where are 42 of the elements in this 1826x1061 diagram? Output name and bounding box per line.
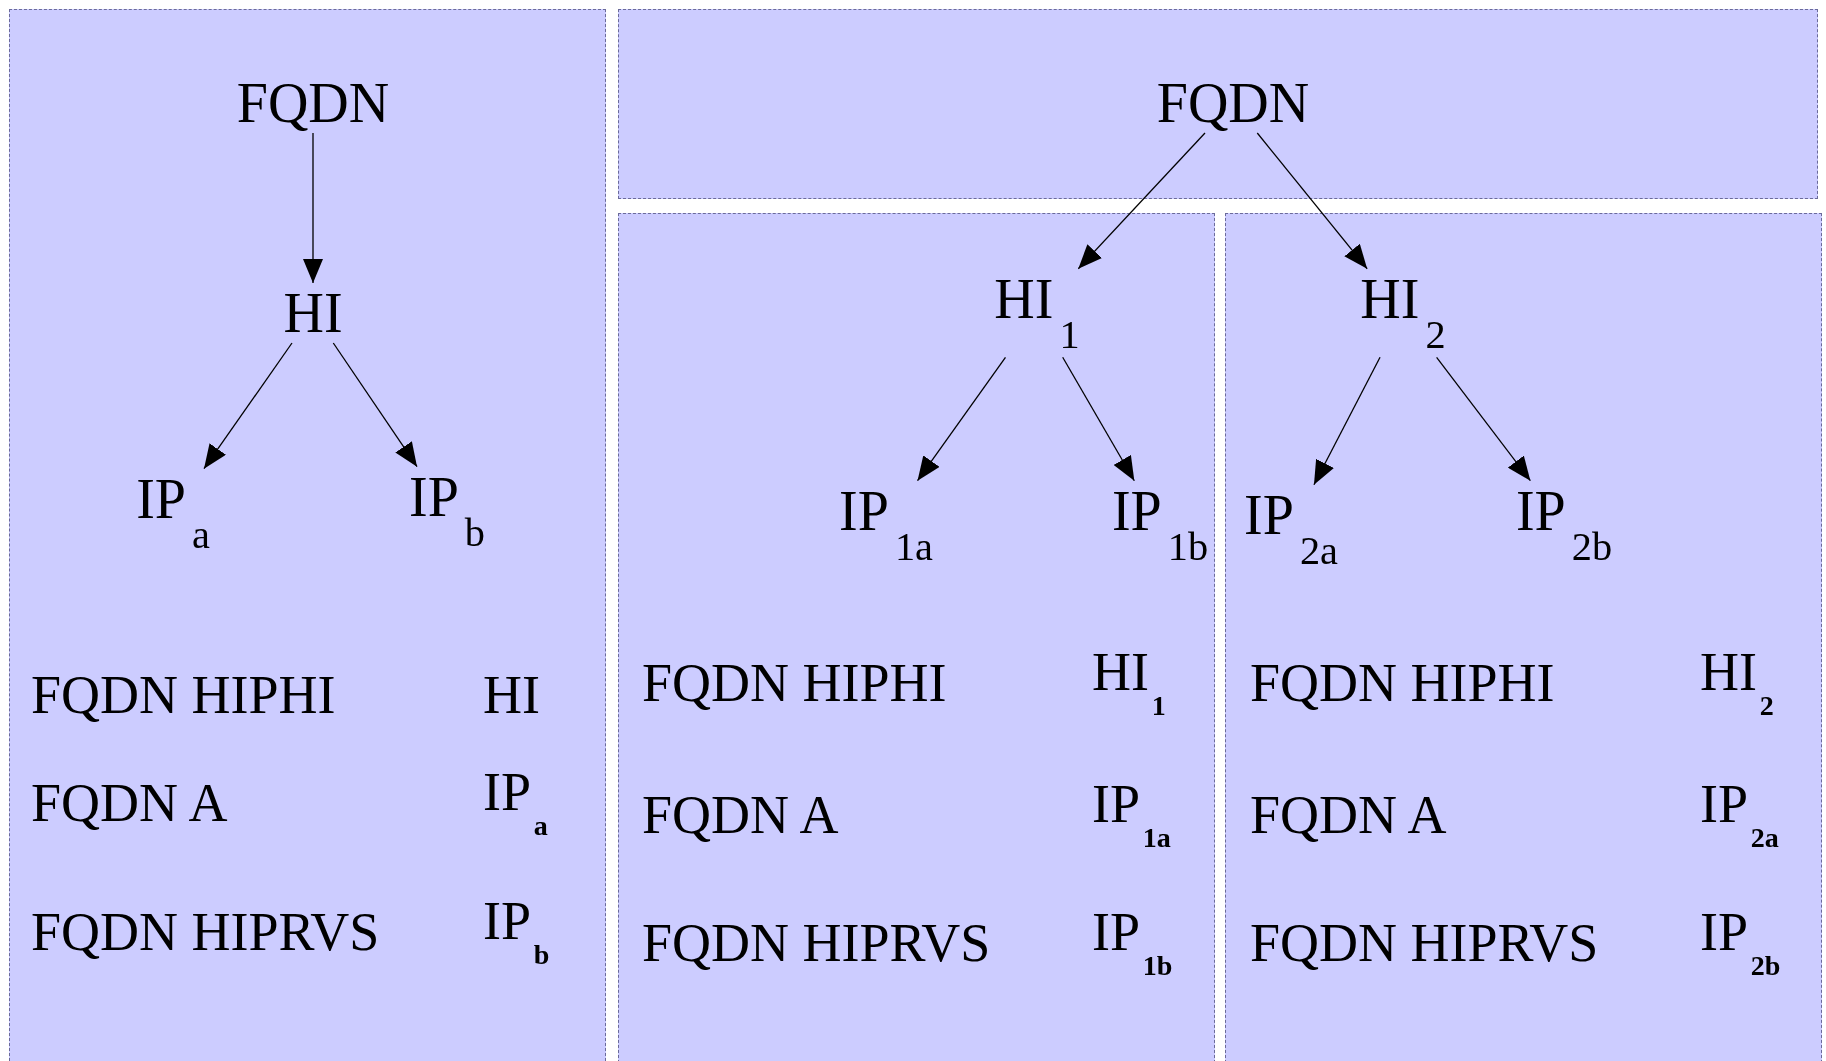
table-text: IP$_{1a}$	[1092, 777, 1171, 853]
arrow	[203, 342, 293, 470]
arrow	[1435, 356, 1532, 482]
arrow	[1062, 356, 1135, 482]
table-text: FQDN A	[642, 788, 839, 842]
table-text: FQDN HIPRVS	[642, 916, 991, 970]
node-label: HI$_{1}$	[990, 268, 1084, 358]
panel	[618, 213, 1215, 1061]
panel	[9, 9, 606, 1061]
table-text: FQDN HIPRVS	[1250, 916, 1599, 970]
panel	[618, 9, 1818, 199]
arrow	[303, 132, 323, 284]
table-text: HI$_{2}$	[1700, 645, 1774, 721]
arrow	[1256, 132, 1368, 270]
table-text: IP$_{2b}$	[1700, 905, 1781, 981]
arrow	[916, 356, 1007, 482]
table-text: IP$_{2a}$	[1700, 777, 1779, 853]
table-text: FQDN HIPHI	[642, 656, 947, 710]
node-label: IP$_{2a}$	[1240, 484, 1342, 574]
table-text: FQDN HIPHI	[31, 668, 336, 722]
node-label: FQDN	[232, 73, 394, 133]
table-text: FQDN HIPHI	[1250, 656, 1555, 710]
panel	[1225, 213, 1822, 1061]
node-label: IP$_{1a}$	[835, 480, 937, 570]
node-label: HI	[279, 283, 347, 343]
table-text: IP$_{1b}$	[1092, 905, 1173, 981]
table-text: IP$_{a}$	[483, 765, 548, 841]
node-label: FQDN	[1152, 73, 1314, 133]
arrow	[1313, 356, 1381, 486]
node-label: IP$_{1b}$	[1107, 480, 1213, 570]
table-text: IP$_{b}$	[483, 894, 550, 970]
table-text: FQDN HIPRVS	[31, 905, 380, 959]
table-text: HI$_{1}$	[1092, 645, 1166, 721]
arrow	[332, 342, 418, 468]
node-label: IP$_{2b}$	[1511, 480, 1617, 570]
node-label: IP$_{a}$	[132, 468, 214, 558]
node-label: IP$_{b}$	[405, 466, 489, 556]
arrow	[1077, 132, 1206, 270]
table-text: HI	[483, 668, 540, 722]
table-text: FQDN A	[31, 776, 228, 830]
table-text: FQDN A	[1250, 788, 1447, 842]
node-label: HI$_{2}$	[1356, 268, 1450, 358]
